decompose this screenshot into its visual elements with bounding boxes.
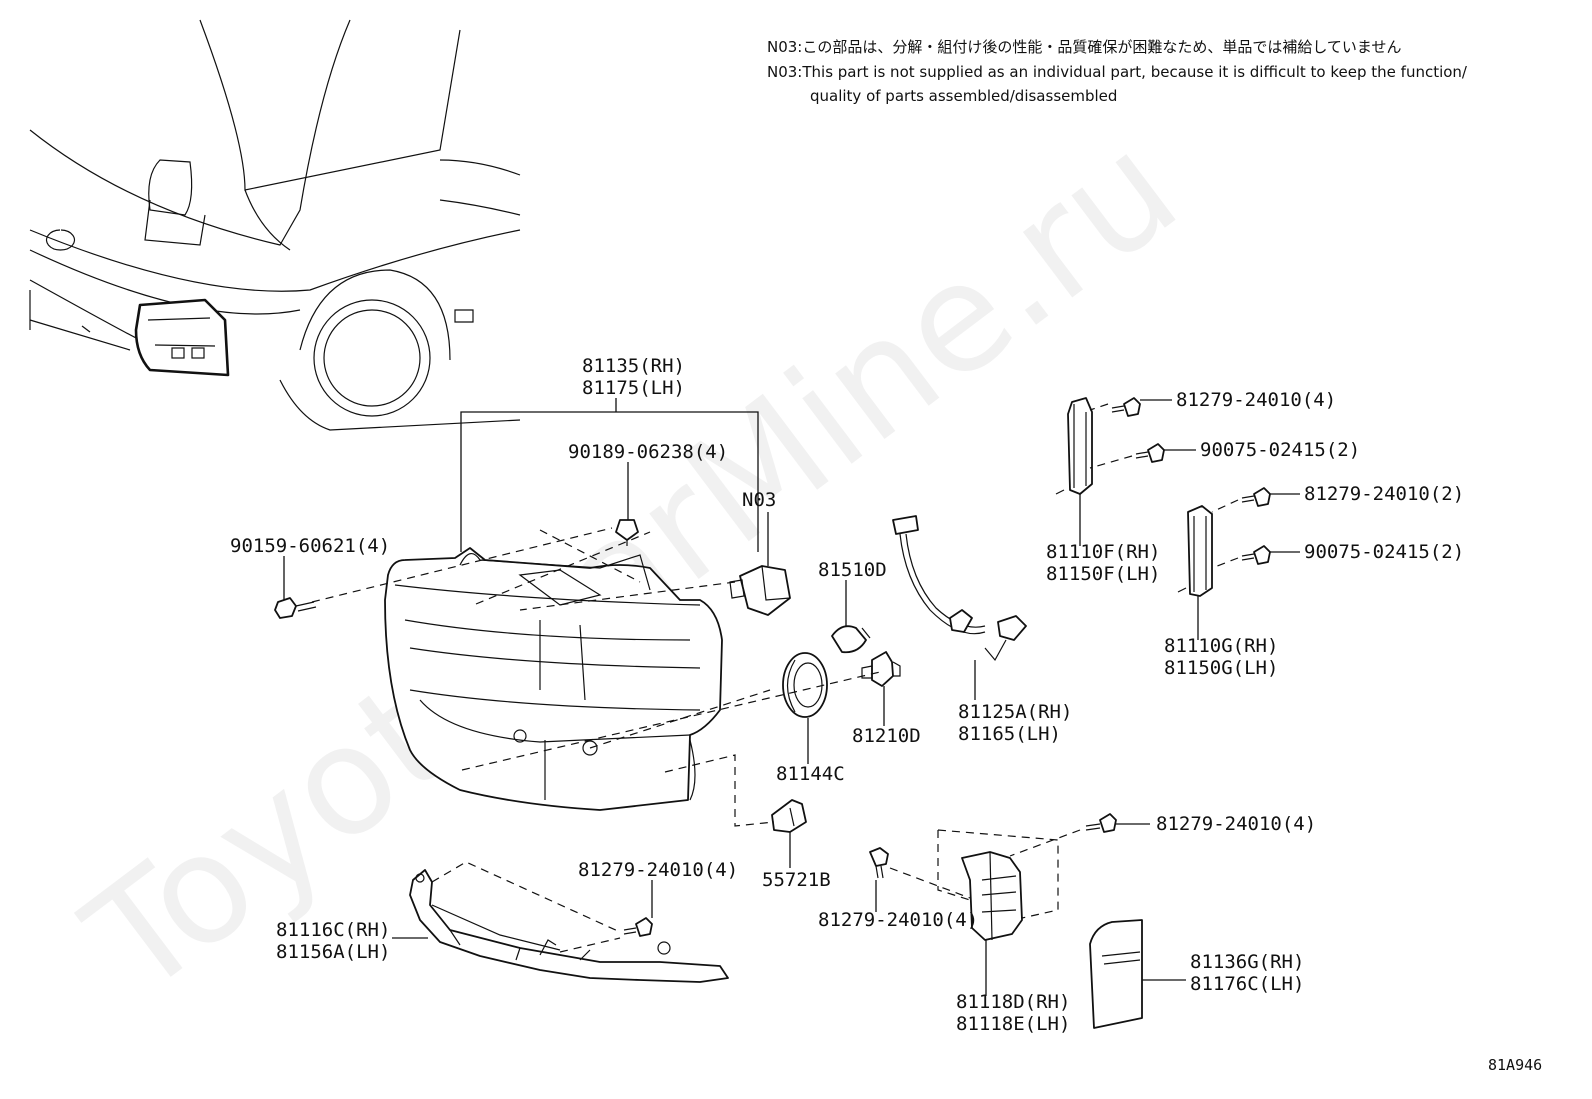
label-screw-81279-b: 81279-24010(2)	[1304, 483, 1464, 505]
label-mount-f-rh: 81110F(RH)	[1046, 541, 1160, 563]
bulb-81210d-illustration	[861, 651, 901, 687]
label-side-bracket-lh: 81118E(LH)	[956, 1013, 1070, 1035]
leader-lines	[283, 398, 1300, 996]
part-labels: 81135(RH) 81175(LH) 90189-06238(4) 90159…	[230, 355, 1542, 1074]
label-screw-90075-a: 90075-02415(2)	[1200, 439, 1360, 461]
label-gasket-rh: 81136G(RH)	[1190, 951, 1304, 973]
leveling-actuator-illustration	[729, 565, 791, 616]
bulb-81510d-illustration	[831, 625, 871, 654]
note-english-line1: N03:This part is not supplied as an indi…	[767, 63, 1468, 81]
label-headlamp-rh: 81135(RH)	[582, 355, 685, 377]
label-bulb-81210d: 81210D	[852, 725, 921, 747]
bracket-55721b-illustration	[771, 799, 807, 833]
vehicle-location-sketch	[29, 19, 521, 431]
label-cover-81144c: 81144C	[776, 763, 845, 785]
label-mount-f-lh: 81150F(LH)	[1046, 563, 1160, 585]
label-note-n03: N03	[742, 489, 776, 511]
label-nut-90189: 90189-06238(4)	[568, 441, 728, 463]
label-bolt-90159: 90159-60621(4)	[230, 535, 390, 557]
label-screw-81279-c: 81279-24010(4)	[1156, 813, 1316, 835]
note-english-line2: quality of parts assembled/disassembled	[810, 87, 1117, 105]
label-screw-81279-e: 81279-24010(4)	[578, 859, 738, 881]
side-bracket-81118d-illustration	[869, 813, 1117, 941]
label-lower-trim-lh: 81156A(LH)	[276, 941, 390, 963]
label-lower-trim-rh: 81116C(RH)	[276, 919, 390, 941]
note-japanese: N03:この部品は、分解・組付け後の性能・品質確保が困難なため、単品では補給して…	[767, 38, 1401, 56]
cover-81144c-illustration	[782, 652, 828, 718]
dashed-assembly-lines	[311, 403, 1239, 953]
label-socket-lh: 81165(LH)	[958, 723, 1061, 745]
bolt-90159-illustration	[274, 597, 317, 619]
lower-trim-81116c-illustration	[409, 869, 729, 983]
mount-arm-81110f-illustration	[1055, 397, 1165, 495]
mount-arm-81110g-illustration	[1177, 487, 1271, 597]
label-mount-g-lh: 81150G(LH)	[1164, 657, 1278, 679]
label-side-bracket-rh: 81118D(RH)	[956, 991, 1070, 1013]
label-screw-90075-b: 90075-02415(2)	[1304, 541, 1464, 563]
label-gasket-lh: 81176C(LH)	[1190, 973, 1304, 995]
label-screw-81279-d: 81279-24010(4)	[818, 909, 978, 931]
gasket-81136g-illustration	[1089, 919, 1143, 1029]
label-mount-g-rh: 81110G(RH)	[1164, 635, 1278, 657]
label-bracket-55721b: 55721B	[762, 869, 831, 891]
socket-harness-illustration	[892, 515, 1027, 662]
diagram-code: 81A946	[1488, 1056, 1542, 1074]
nut-90189-illustration	[615, 519, 639, 546]
label-bulb-81510d: 81510D	[818, 559, 887, 581]
headlamp-unit-illustration	[384, 547, 723, 811]
label-screw-81279-a: 81279-24010(4)	[1176, 389, 1336, 411]
label-headlamp-lh: 81175(LH)	[582, 377, 685, 399]
label-socket-rh: 81125A(RH)	[958, 701, 1072, 723]
